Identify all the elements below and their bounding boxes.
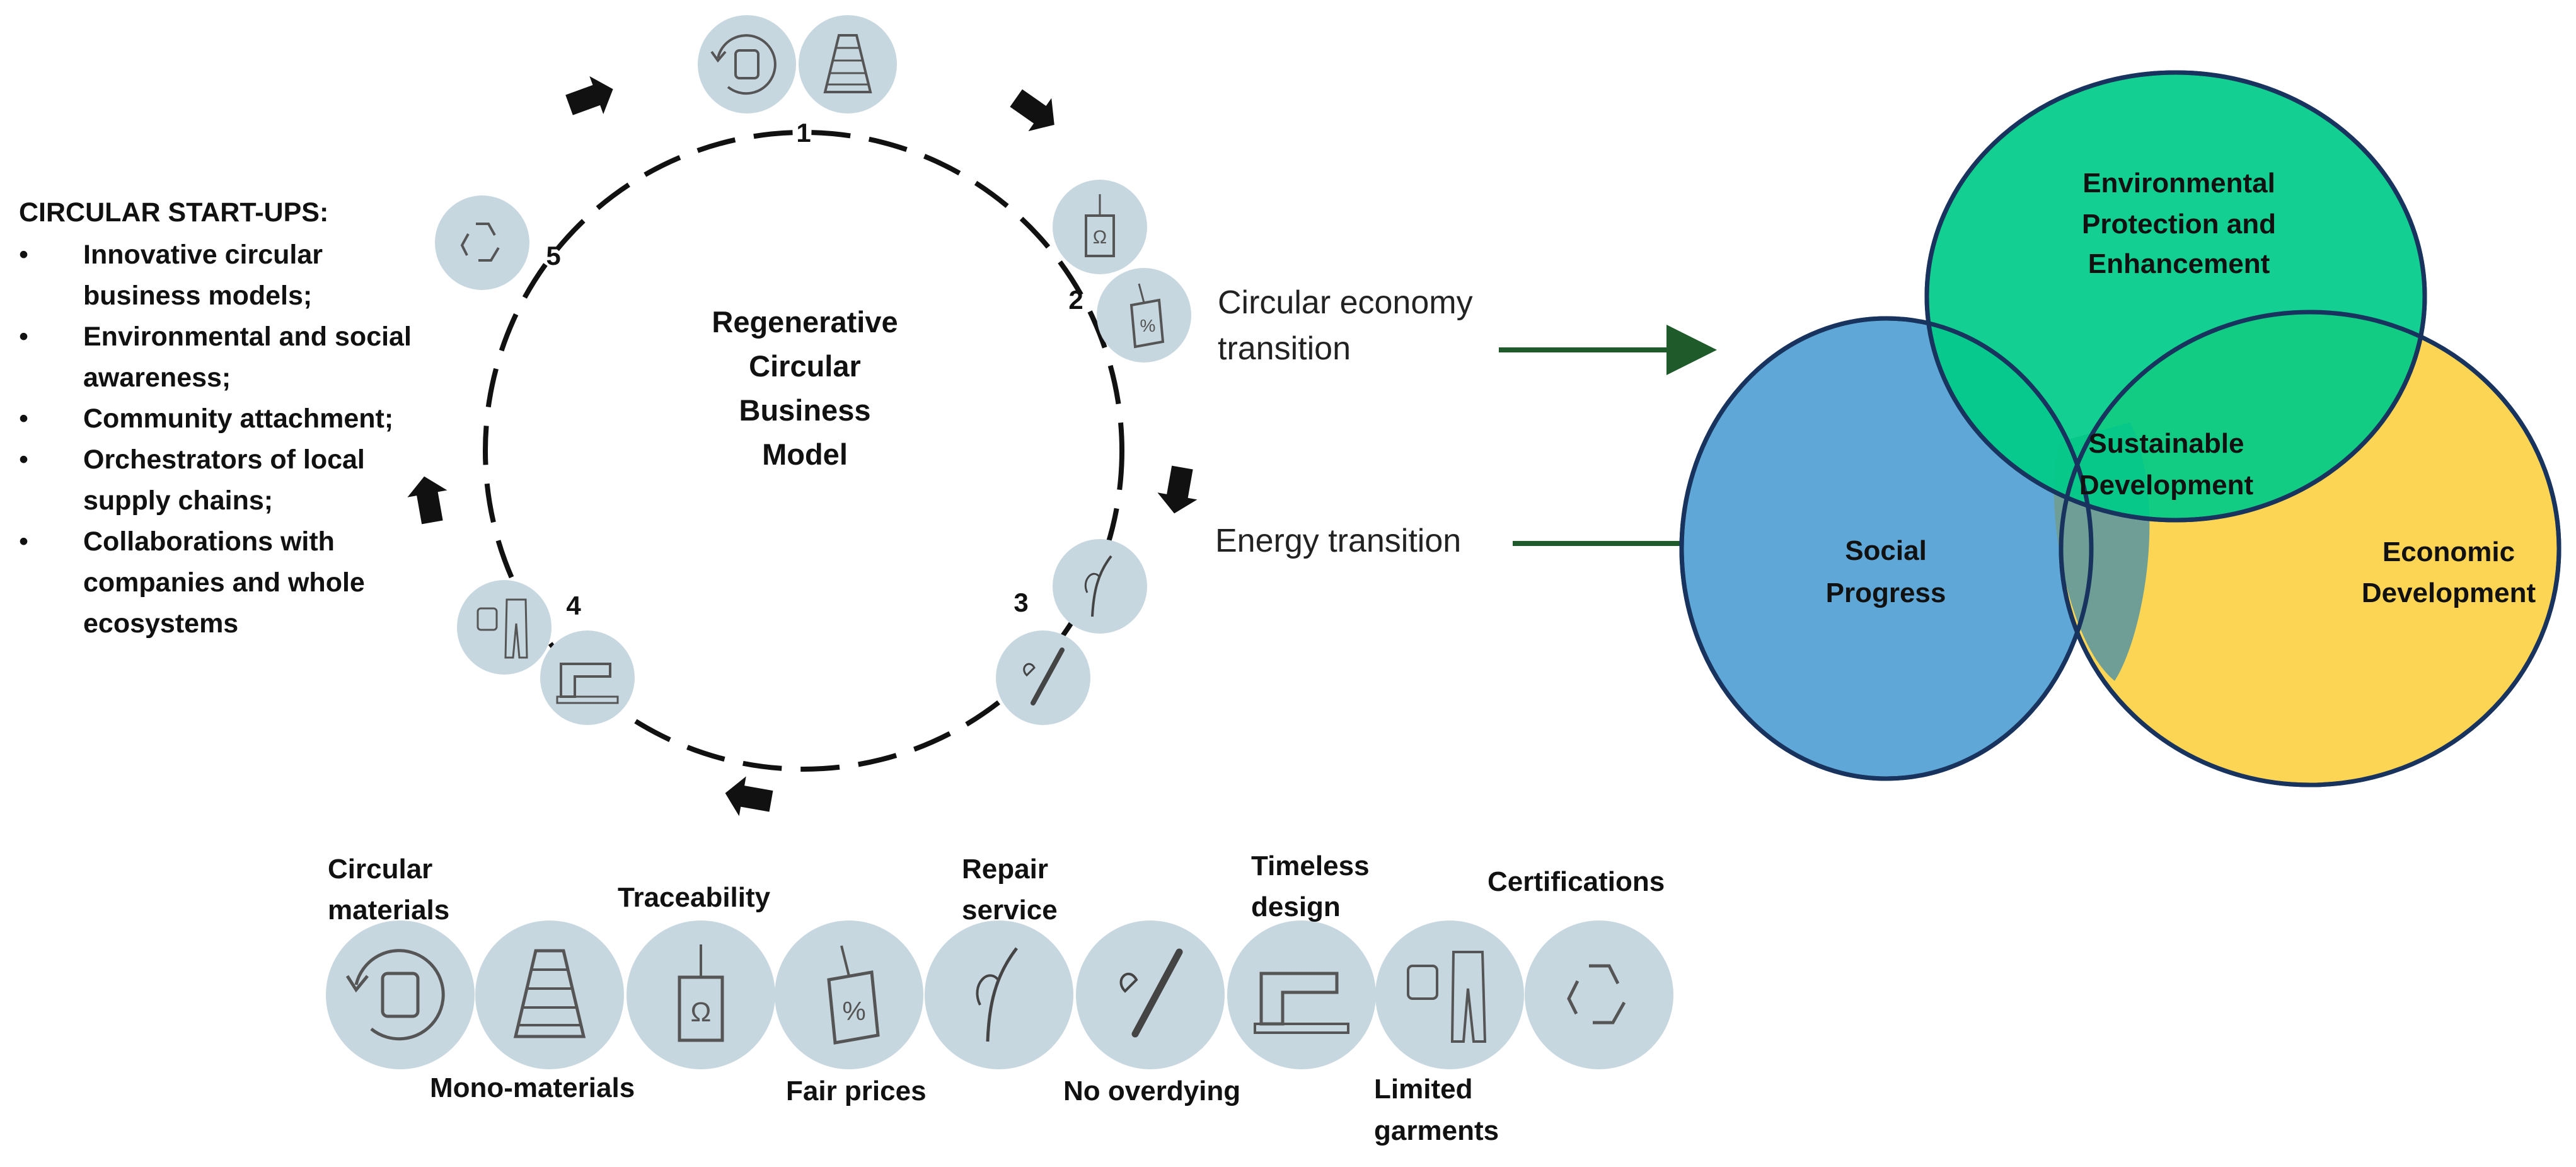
mono-materials-icon: [799, 15, 897, 113]
arrow-icon: [722, 773, 775, 822]
cycle-icons: Ω %: [435, 15, 1191, 725]
startup-trait: Orchestrators of local supply chains;: [19, 439, 422, 521]
startup-trait: Community attachment;: [19, 398, 422, 439]
traceability-icon: Ω: [1053, 180, 1147, 274]
circular-materials-icon: [326, 920, 475, 1069]
startup-trait: Innovative circular business models;: [19, 235, 422, 316]
timeless-design-icon: [540, 630, 635, 725]
repair-service-icon: [1053, 539, 1147, 634]
practice-label: Repair: [962, 854, 1048, 885]
circular-startups-list: CIRCULAR START-UPS: Innovative circular …: [19, 192, 422, 644]
cycle-title-line: Regenerative: [712, 305, 898, 339]
timeless-design-icon: [1227, 920, 1376, 1069]
fair-prices-icon: %: [775, 920, 923, 1069]
practice-label: service: [962, 895, 1058, 926]
startups-header: CIRCULAR START-UPS:: [19, 197, 329, 228]
cycle-title: Regenerative Circular Business Model: [712, 305, 898, 471]
step-number: 3: [1014, 588, 1028, 617]
economic-label: Development: [2362, 578, 2536, 608]
practice-label: Circular: [328, 854, 432, 885]
arrow-icon: [562, 70, 620, 124]
traceability-icon: Ω: [627, 920, 775, 1069]
svg-text:Ω: Ω: [691, 997, 712, 1028]
practices-row: Ω %: [326, 851, 1673, 1146]
practice-label: materials: [328, 895, 449, 926]
arrow-icon: [1004, 81, 1066, 142]
practice-label: design: [1251, 891, 1341, 922]
svg-text:Ω: Ω: [1093, 227, 1107, 248]
cycle-title-line: Business: [739, 393, 871, 427]
certifications-icon: [1525, 920, 1673, 1069]
center-label: Sustainable: [2089, 428, 2244, 459]
circular-transition-label: Circular economy: [1218, 284, 1473, 321]
practice-label: Fair prices: [786, 1076, 927, 1106]
cycle-ring: [483, 130, 1124, 772]
repair-service-icon: [925, 920, 1073, 1069]
environmental-label: Enhancement: [2088, 248, 2270, 279]
practice-label: Limited: [1374, 1074, 1472, 1105]
economic-label: Economic: [2383, 537, 2515, 567]
cycle-step-numbers: 1 2 3 4 5: [546, 118, 1083, 620]
certifications-icon: [435, 195, 529, 290]
transitions: Circular economy transition Energy trans…: [1215, 284, 1734, 569]
arrow-icon: [1154, 463, 1203, 517]
cycle-title-line: Model: [762, 438, 848, 471]
startup-trait: Collaborations with companies and whole …: [19, 521, 422, 644]
practice-label: No overdying: [1063, 1076, 1240, 1106]
step-number: 1: [796, 118, 811, 148]
environmental-label: Environmental: [2082, 168, 2275, 199]
practice-label: Timeless: [1251, 851, 1370, 881]
practice-label: Certifications: [1487, 866, 1665, 897]
practice-label: Traceability: [618, 882, 771, 913]
step-number: 5: [546, 241, 560, 270]
center-label: Development: [2079, 470, 2254, 501]
no-overdying-icon: [996, 630, 1090, 725]
energy-transition-label: Energy transition: [1215, 523, 1461, 559]
step-number: 2: [1068, 285, 1083, 315]
arrow-icon: [404, 473, 453, 526]
practice-label: Mono-materials: [430, 1072, 635, 1103]
limited-garments-icon: [457, 580, 552, 675]
limited-garments-icon: [1375, 920, 1524, 1069]
venn-diagram: Environmental Protection and Enhancement…: [1679, 70, 2562, 787]
svg-text:%: %: [1140, 316, 1156, 335]
step-number: 4: [566, 591, 581, 620]
social-label: Progress: [1826, 578, 1946, 608]
practice-label: garments: [1374, 1115, 1499, 1146]
no-overdying-icon: [1076, 920, 1225, 1069]
svg-text:%: %: [842, 996, 865, 1026]
startup-trait: Environmental and social awareness;: [19, 316, 422, 398]
fair-prices-icon: %: [1097, 268, 1191, 363]
environmental-label: Protection and: [2082, 209, 2276, 240]
circular-transition-label: transition: [1218, 330, 1351, 367]
cycle-title-line: Circular: [749, 349, 861, 383]
circular-materials-icon: [698, 15, 796, 113]
social-label: Social: [1845, 535, 1927, 566]
mono-materials-icon: [475, 920, 624, 1069]
